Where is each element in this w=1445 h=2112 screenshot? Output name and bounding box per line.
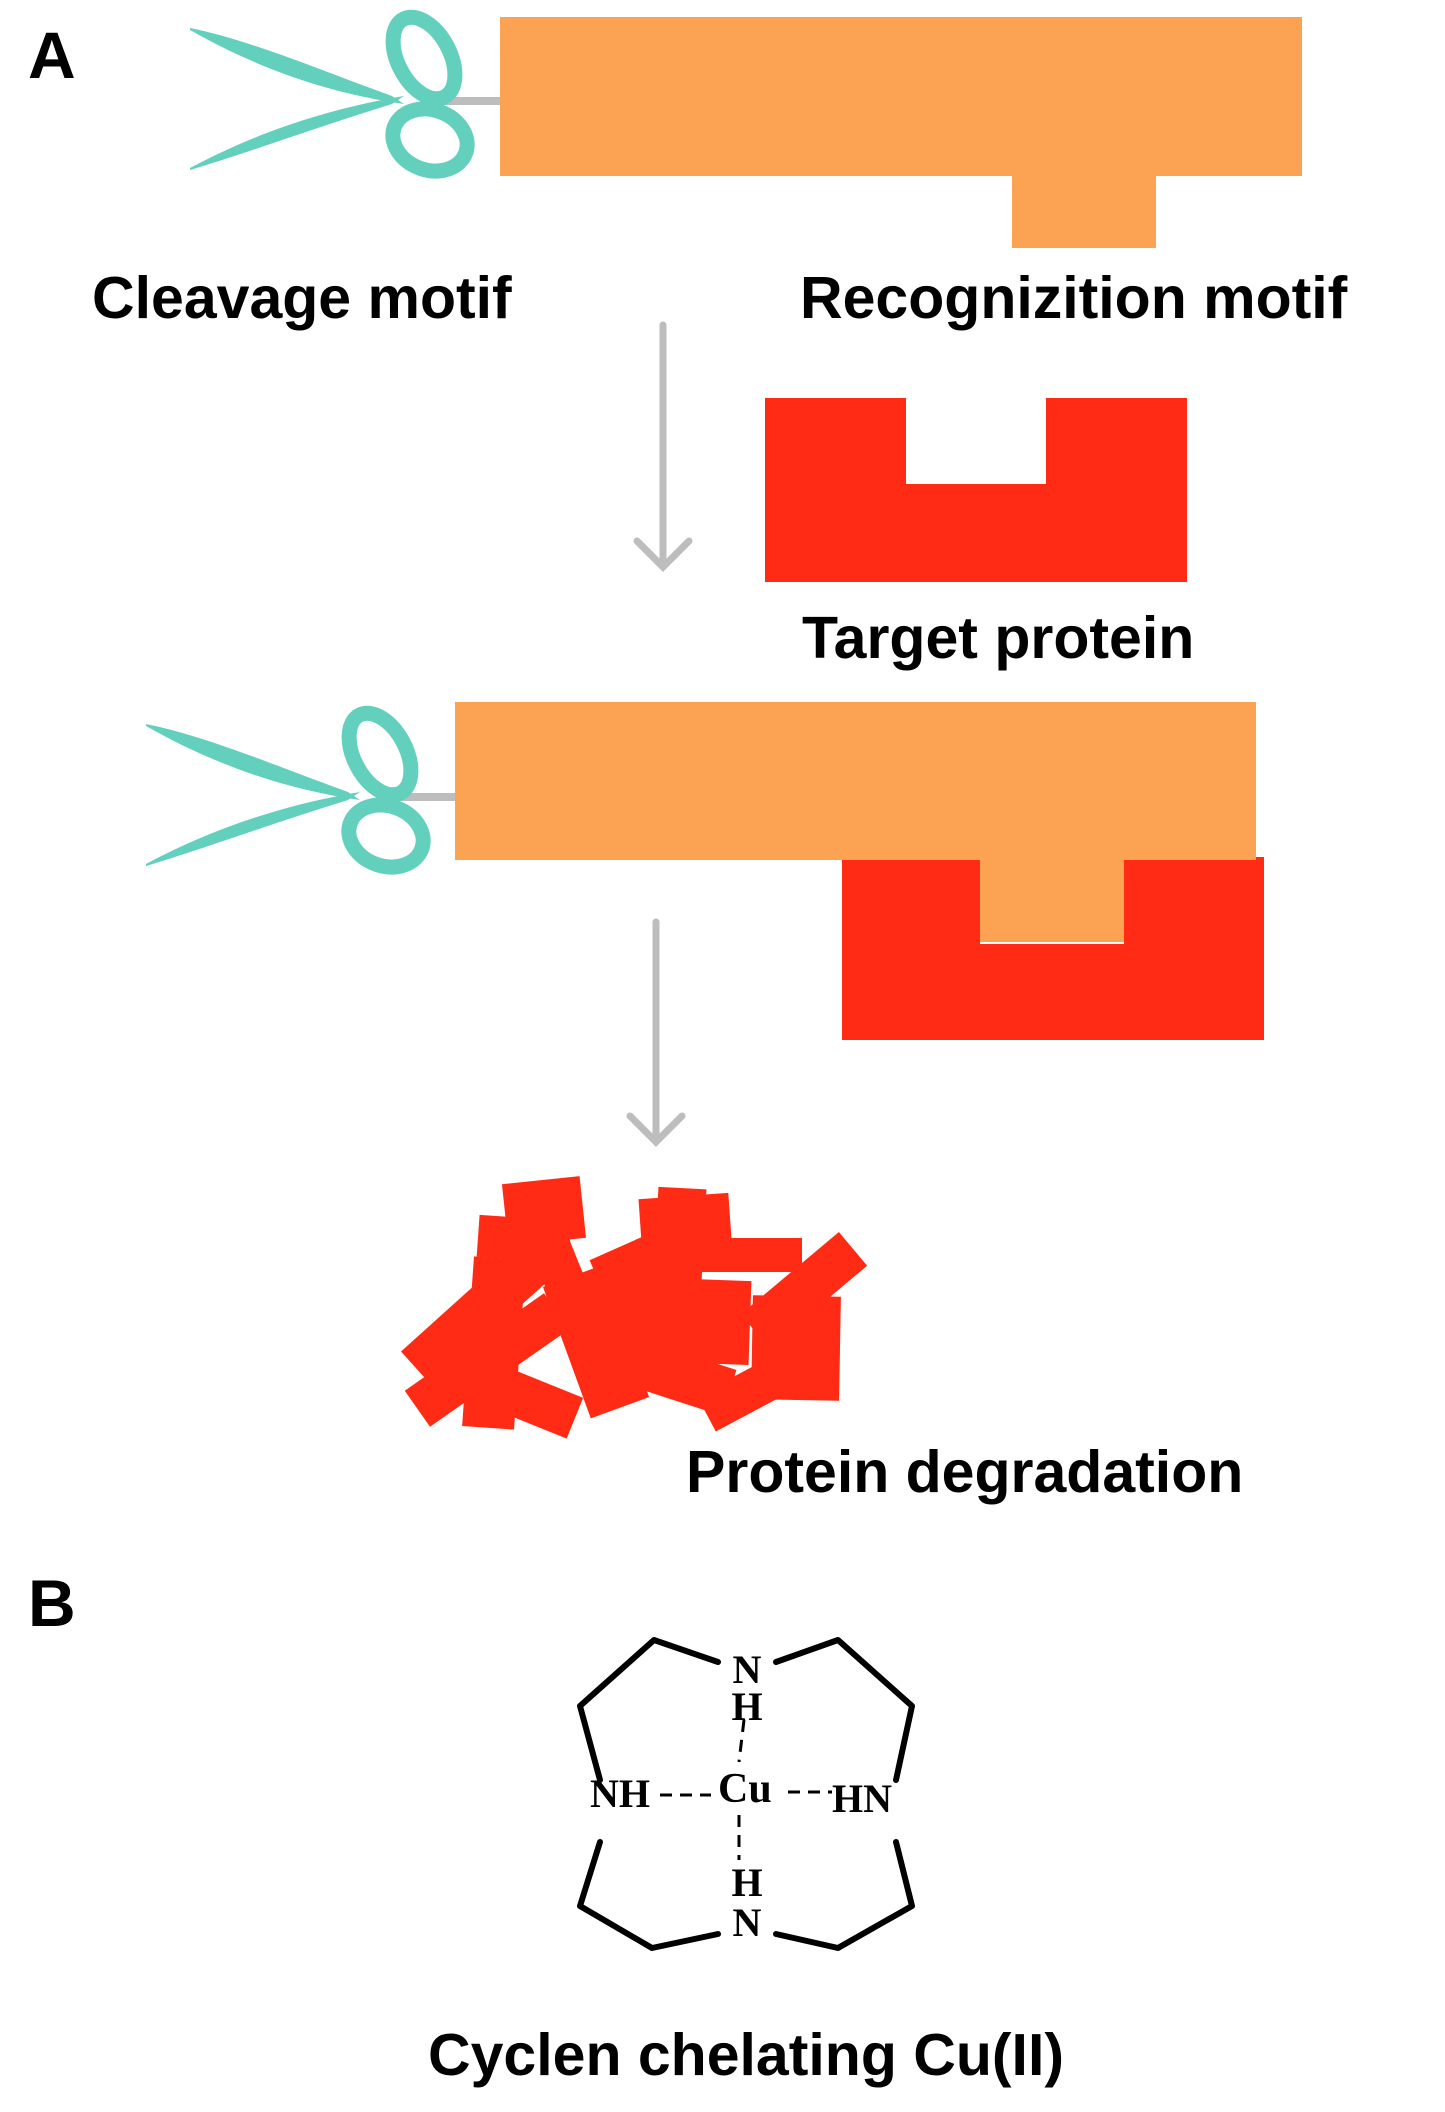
cleavage-motif-label: Cleavage motif xyxy=(92,265,512,331)
panel-label-a: A xyxy=(28,18,76,92)
arrow-down-icon xyxy=(626,918,686,1147)
target-protein-bound-shape xyxy=(842,857,1264,1040)
cyclen-caption: Cyclen chelating Cu(II) xyxy=(428,2022,1064,2088)
panel-label-b: B xyxy=(28,1566,76,1640)
construct-top xyxy=(190,9,1302,248)
atom-h-top: H xyxy=(731,1684,762,1729)
target-protein-shape xyxy=(765,398,1187,582)
atom-nh-left: NH xyxy=(590,1771,650,1816)
scissors-icon xyxy=(146,705,431,875)
degraded-fragments xyxy=(401,1176,868,1439)
cyclen-structure: N H NH Cu HN H N xyxy=(577,1637,915,1951)
atom-hn-right: HN xyxy=(832,1776,892,1821)
arrow-down-icon xyxy=(633,321,693,572)
recognition-motif-shape xyxy=(500,17,1302,248)
construct-bound xyxy=(146,702,1264,1040)
recognition-motif-label: Recognizition motif xyxy=(800,265,1348,331)
protein-degradation-label: Protein degradation xyxy=(686,1439,1243,1505)
recognition-motif-bound-shape xyxy=(455,702,1256,942)
target-protein-label: Target protein xyxy=(802,605,1194,671)
atom-n-bottom: N xyxy=(733,1900,762,1945)
atom-n-top: N xyxy=(733,1647,762,1692)
atom-h-bottom: H xyxy=(731,1860,762,1905)
atom-cu: Cu xyxy=(718,1766,772,1812)
scissors-icon xyxy=(190,9,475,179)
